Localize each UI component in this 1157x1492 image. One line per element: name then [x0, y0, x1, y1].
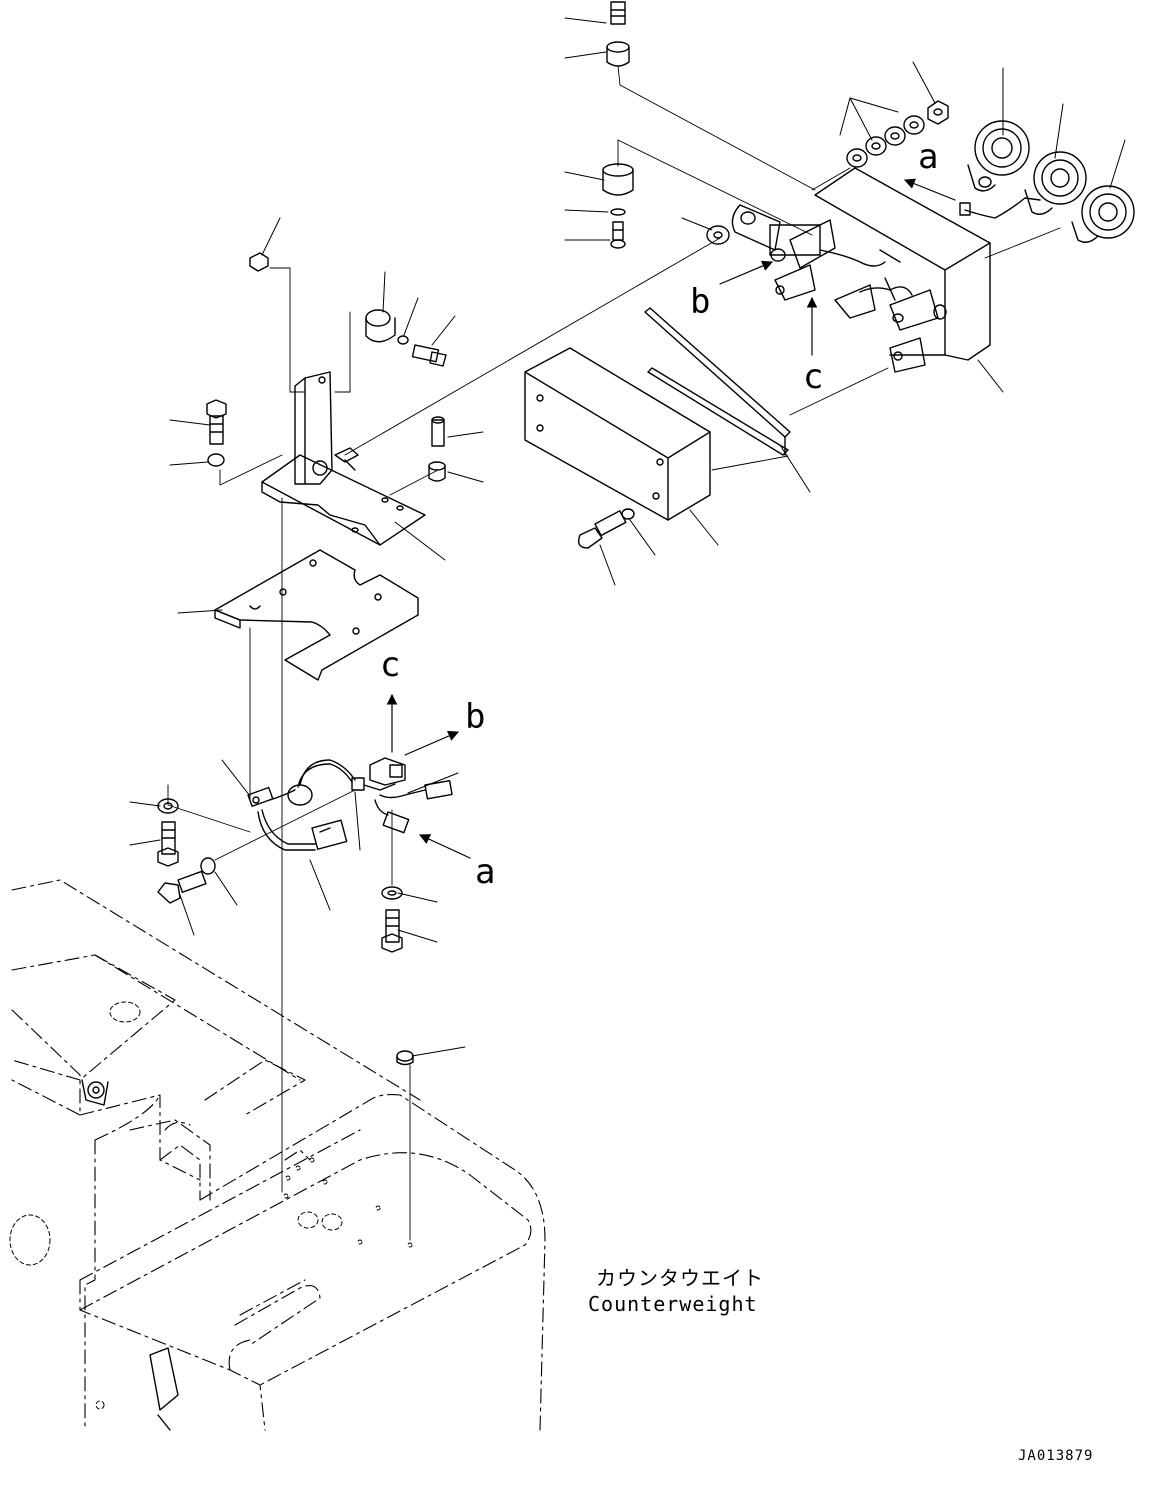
counterweight-outline: [11, 879, 546, 1431]
arrow-b-bottom: [404, 730, 459, 756]
arrow-c-bottom-label: c: [380, 645, 401, 685]
top-spacer: [606, 41, 630, 67]
arrow-b-top-label: b: [690, 282, 711, 322]
horn-2: [1024, 151, 1087, 215]
horn-wire: [959, 197, 1041, 219]
assembly-lines: [167, 65, 1061, 1241]
top-bolt: [610, 1, 626, 25]
stay-cushion: [365, 309, 396, 343]
stay-washer: [397, 335, 409, 345]
arrow-c-top-label: c: [803, 357, 824, 397]
leader-lines: [129, 17, 1126, 1057]
bolt-lower-center: [381, 909, 403, 953]
counterweight-label-jp: カウンタウエイト: [596, 1266, 764, 1290]
drawing-code: JA013879: [1018, 1448, 1094, 1464]
arrow-b-top: [719, 260, 773, 285]
stay-bolt: [411, 344, 447, 367]
arrow-a-top-label: a: [918, 137, 939, 177]
washer-lower-left-1-hole: [163, 802, 173, 810]
counterweight-holes: [9, 1001, 413, 1410]
washer-upper-left: [207, 453, 225, 467]
washer-lower-left-2: [200, 857, 216, 875]
box-mount-bolt: [577, 510, 627, 549]
bolt-lower-left-1: [157, 821, 179, 867]
arrow-a-bottom: [419, 834, 471, 859]
washer-set: [846, 115, 925, 168]
direction-arrows: [386, 178, 956, 859]
hex-nut: [927, 100, 949, 125]
box-washer: [621, 508, 635, 520]
bolt-upper-left: [206, 399, 227, 445]
small-bolt: [610, 221, 626, 249]
spacer-upper-right: [428, 461, 446, 482]
bolt-lower-left-2: [157, 870, 207, 904]
lifting-eye: [81, 1079, 109, 1106]
plug-cap: [396, 1050, 414, 1066]
horn-bracket: [731, 167, 991, 373]
rubber-cushion: [602, 163, 634, 196]
small-washer: [610, 208, 626, 216]
stay-nut: [249, 252, 269, 272]
arrow-a-top: [903, 178, 956, 201]
flat-washer-large: [706, 225, 730, 245]
washer-lower-center: [381, 886, 403, 900]
gasket-strip: [644, 307, 791, 456]
arrow-a-bottom-label: a: [475, 852, 496, 892]
latch: [149, 1347, 179, 1431]
horn-3: [1071, 185, 1135, 243]
mounting-stay: [261, 371, 426, 546]
horn-1: [967, 120, 1030, 192]
counterweight-label-en: Counterweight: [588, 1292, 758, 1316]
relay-box: [524, 347, 711, 521]
bolt-upper-right: [431, 416, 445, 447]
base-plate: [214, 549, 419, 681]
arrow-b-bottom-label: b: [465, 697, 486, 737]
wiring-harness: [247, 757, 453, 851]
washer-lower-left-1: [157, 798, 179, 814]
